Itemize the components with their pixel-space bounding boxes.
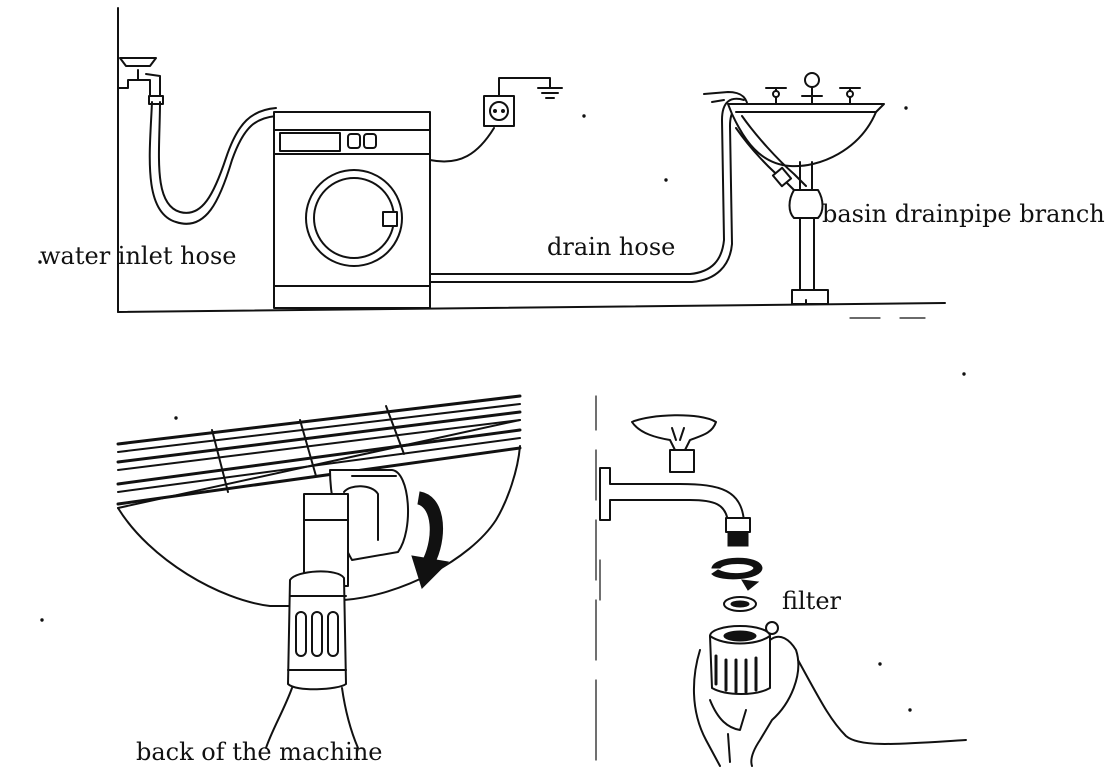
scan-specks	[39, 107, 965, 711]
filter-label: filter	[782, 589, 841, 613]
sink-tap-left-icon	[766, 88, 786, 104]
wall-faucet-icon	[118, 58, 163, 104]
machine-ribs	[118, 396, 520, 504]
hose-connector	[304, 470, 408, 586]
back-of-machine-label: back of the machine	[136, 740, 382, 764]
sink-spout-icon	[802, 73, 822, 104]
wall-socket-icon	[484, 96, 514, 126]
power-cord	[430, 128, 494, 162]
water-inlet-hose	[150, 102, 276, 224]
rotation-ring-icon	[712, 558, 762, 590]
drain-hose-label: drain hose	[547, 235, 675, 259]
hose-fitting	[710, 626, 770, 694]
filter-disc-icon	[724, 597, 756, 611]
hose-nut	[288, 571, 346, 689]
curved-arrow-icon	[412, 492, 448, 588]
back-of-machine-detail	[118, 396, 520, 748]
top-scene	[118, 8, 945, 318]
sink-basin	[728, 73, 884, 166]
washing-machine	[274, 112, 430, 308]
supply-hose	[798, 660, 966, 744]
basin-drainpipe-branch-label: basin drainpipe branch	[822, 202, 1105, 226]
sink-tap-right-icon	[840, 88, 860, 104]
faucet-icon	[600, 415, 750, 546]
water-inlet-hose-label: water inlet hose	[40, 244, 237, 268]
